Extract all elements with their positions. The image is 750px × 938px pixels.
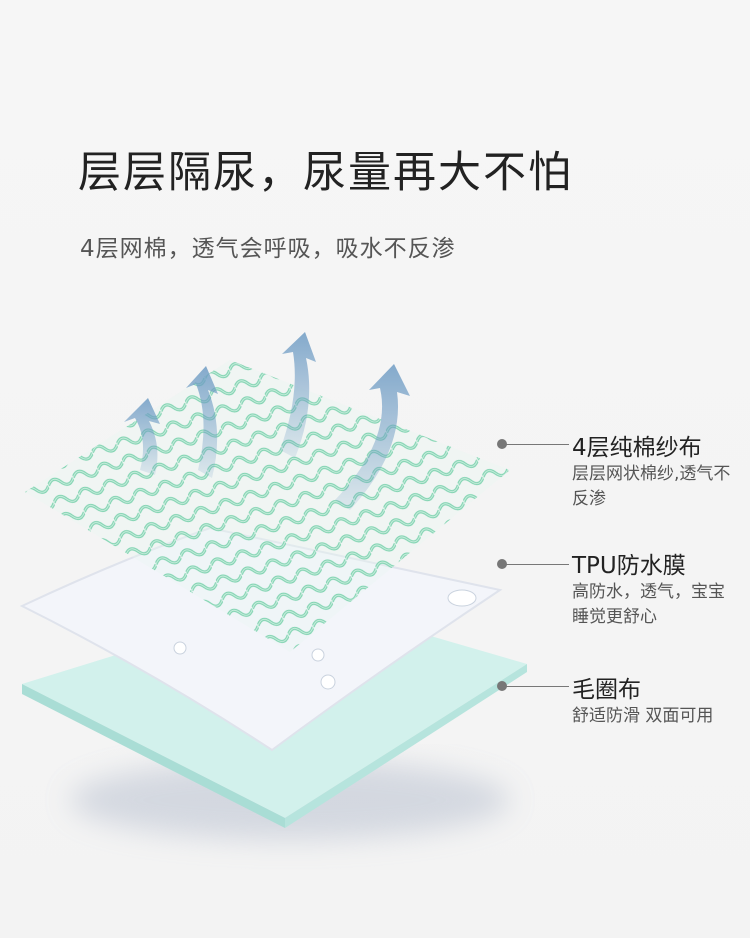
callout-dot (497, 559, 507, 569)
airflow-arrows (124, 332, 410, 510)
callout-dot (497, 681, 507, 691)
layer-name: TPU防水膜 (572, 553, 686, 579)
callout-line (505, 564, 569, 565)
callout-dot (497, 439, 507, 449)
layer-illustration (19, 332, 527, 840)
callout-line (505, 444, 569, 445)
page-subtitle: 4层网棉，透气会呼吸，吸水不反渗 (80, 236, 456, 262)
page-title: 层层隔尿，尿量再大不怕 (78, 148, 573, 198)
layer-description: 舒适防滑 双面可用 (572, 706, 714, 726)
layer-name: 毛圈布 (572, 677, 641, 703)
layer-description: 层层网状棉纱,透气不反渗 (572, 464, 731, 509)
callout-line (505, 686, 569, 687)
layer-description: 高防水，透气，宝宝睡觉更舒心 (572, 582, 725, 627)
tpu-film-layer (19, 526, 503, 752)
layer-name: 4层纯棉纱布 (572, 435, 702, 461)
